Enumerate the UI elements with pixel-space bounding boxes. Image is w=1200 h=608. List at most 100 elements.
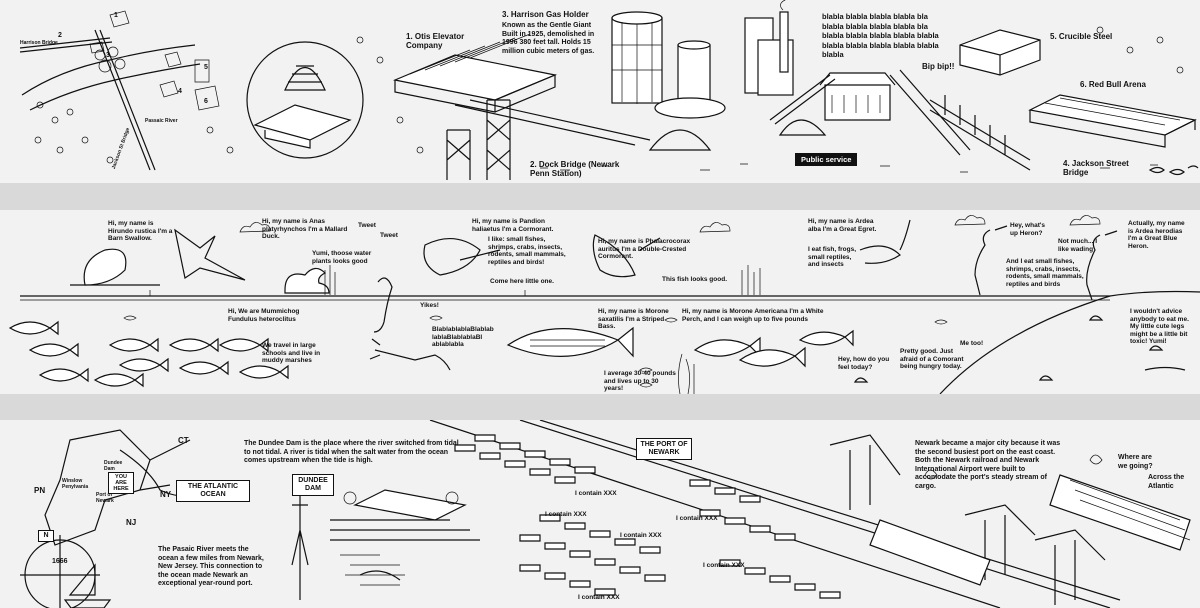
river-bank-2 [29,63,201,111]
bip-text: Bip bip!! [922,62,955,71]
container-label: I contain XXX [578,594,620,601]
duck-text: Hi, my name is Anas platyrhynchos I'm a … [262,218,348,240]
crucible-steel [959,29,1041,76]
striped-bass [506,326,634,358]
not-much-text: Not much... I like wading [1058,238,1097,253]
across-text: Across the Atlantic [1148,474,1185,490]
travel-text: We travel in large schools and live in m… [262,342,321,364]
dock-bridge-label: 2. Dock Bridge (Newark Penn Station) [530,160,620,178]
worm [1144,366,1186,371]
compass-n: N [38,530,54,542]
mummichog-text: Hi, We are Mummichog Fundulus heteroclit… [228,308,300,323]
flying-swallow [174,228,246,281]
crab [853,315,1164,383]
ny-label: NY [160,490,172,499]
map-number: 5 [204,64,208,71]
tweet-text: Tweet [358,222,376,229]
pn-label: PN [34,486,46,495]
bass-text: Hi, my name is Morone saxatilis I'm a St… [598,308,669,330]
red-bull-label: 6. Red Bull Arena [1080,80,1146,89]
duck-talk: Yumi, thoose water plants looks good [312,250,372,265]
port-crane [829,434,901,510]
year-label: 1666 [52,558,68,565]
diver-blabla: BlablablablaBlablab lablaBlablablaBl abl… [432,326,494,348]
how-feel-text: Hey, how do you feel today? [838,356,890,371]
red-bull-arena [1028,94,1197,136]
mallard-duck [284,267,330,294]
container-label: I contain XXX [676,515,718,522]
ship-icon [63,563,112,608]
fish-good-text: This fish looks good. [662,276,727,283]
heron-eat: And I eat small fishes, shrimps, crabs, … [1006,258,1084,288]
otis-roof [392,54,558,101]
gas-holder-title: 3. Harrison Gas Holder [502,10,589,19]
dundee-map-label: Dundee Dam [104,460,123,472]
shore [939,290,1200,394]
map-number: 2 [58,32,62,39]
public-service-sign: Public service [795,153,858,166]
map-number: 3 [106,52,110,59]
cormorant [592,234,661,278]
gas-holder-desc: Known as the Gentle Giant Built in 1925,… [502,22,595,55]
egret-eat: I eat fish, frogs, small reptiles, and i… [808,246,857,268]
great-egret [859,219,911,264]
dock-bridge-tower [486,99,511,180]
map-number: 4 [178,88,182,95]
advice-text: I wouldn't advice anybody to eat me. My … [1130,308,1189,345]
sand-pile [648,129,712,151]
average-text: I average 30-40 pounds and lives up to 3… [604,370,676,392]
man-with-sign [291,490,309,600]
dundee-text: The Dundee Dam is the place where the ri… [244,440,459,464]
mummichog-school [8,320,289,388]
osprey-text: Hi, my name is Pandion haliaetus I'm a C… [472,218,554,233]
harrison-bridge-label: Harrison Bridge [20,40,58,46]
ct-label: CT [178,436,189,445]
blabla-text: blabla blabla blabla blabla bla blabla b… [822,12,939,59]
atlantic-sign: THE ATLANTIC OCEAN [176,480,250,502]
industrial-illustration [19,0,1199,180]
you-are-here-sign: YOU ARE HERE [108,472,134,494]
passaic-river-label: Passaic River [145,118,178,124]
winslow-label: Winslow Penylvania [62,478,89,490]
osprey-like: I like: small fishes, shrimps, crabs, in… [488,236,566,266]
diver [369,338,451,371]
otis-label: 1. Otis Elevator Company [406,32,465,50]
white-perch [693,336,761,358]
pretty-good-text: Pretty good. Just afraid of a Comorant b… [900,348,964,370]
container-label: I contain XXX [703,562,745,569]
tweet-text: Tweet [380,232,398,239]
osprey [423,238,501,276]
houses [353,489,467,521]
crucible-label: 5. Crucible Steel [1050,32,1113,41]
blue-heron-text: Actually, my name is Ardea herodias I'm … [1128,220,1185,250]
heron-left [974,225,1008,296]
perch-text: Hi, my name is Morone Americana I'm a Wh… [682,308,824,323]
beehive [284,65,326,91]
container-label: I contain XXX [575,490,617,497]
newark-text: Newark became a major city because it wa… [915,440,1061,490]
port-illustration [20,420,1191,608]
jackson-bridge-label: 4. Jackson Street Bridge [1063,159,1129,177]
map-number: 6 [204,98,208,105]
map-number: 1 [114,12,118,19]
harrison-bridge-road [19,37,113,53]
river-bank [21,44,196,96]
port-map-label: Port of Newark [96,492,114,504]
dundee-dam-sign: DUNDEE DAM [292,474,334,496]
factory-inset [253,104,352,149]
port-of-newark-sign: THE PORT OF NEWARK [636,438,692,460]
cargo-ship [869,519,991,586]
barn-swallow-perched [83,248,127,286]
wildlife-illustration [8,215,1200,394]
industrial-band: 1 2 3 4 5 6 Harrison Bridge Passaic Rive… [0,0,1200,183]
yikes-text: Yikes! [420,302,439,309]
me-too-text: Me too! [960,340,984,347]
container-label: I contain XXX [620,532,662,539]
cormorant-text: Hi, my name is Phalacrocorax auritus I'm… [598,238,691,260]
come-here-text: Come here little one. [490,278,554,285]
swallow-text: Hi, my name is Hirundo rustica I'm a Bar… [108,220,173,242]
tree-dots [34,26,1184,164]
diver-legs [373,277,393,333]
passaic-text: The Pasaic River meets the ocean a few m… [158,546,264,587]
public-service-building [819,72,896,121]
